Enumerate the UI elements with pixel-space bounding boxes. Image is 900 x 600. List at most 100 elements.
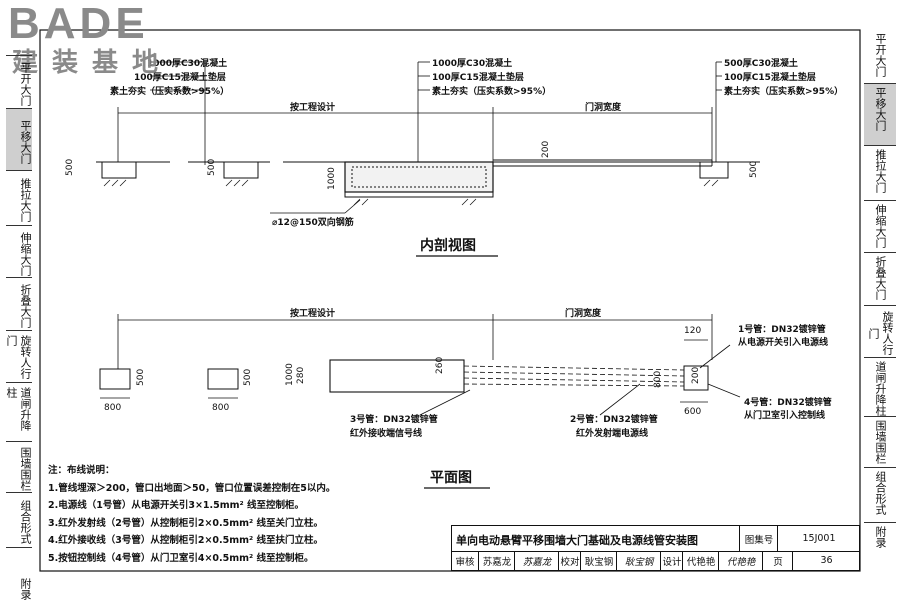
section-label-left-3: 素土夯实（压实系数>95%） — [110, 85, 229, 97]
section-dim-200: 200 — [541, 141, 551, 158]
plan-title: 平面图 — [430, 470, 472, 486]
check-label: 校对 — [558, 551, 581, 570]
left-side-tab[interactable]: 平开大门 — [6, 55, 32, 108]
atlas-number: 15J001 — [777, 526, 860, 551]
section-label-right-2: 100厚C15混凝土垫层 — [724, 71, 816, 83]
plan-dim-800a: 800 — [104, 403, 121, 413]
left-side-tab[interactable]: 组合形式 — [6, 492, 32, 547]
left-tab-column: 平开大门平移大门推拉大门伸缩大门折叠大门旋转人行门道闸升降柱围墙围栏组合形式附录 — [0, 30, 36, 600]
plan-dim-200: 200 — [691, 367, 701, 384]
section-dim-500c: 500 — [749, 161, 759, 178]
title-block-row-2: 审核 苏嘉龙 苏嘉龙 校对 耿宝钢 耿宝钢 设计 代艳艳 代艳艳 页 36 — [452, 551, 859, 570]
plan-pipe3-label: 3号管：DN32镀锌管 — [350, 413, 438, 425]
section-foundation-pad — [344, 191, 494, 198]
plan-dim-ticks — [100, 339, 708, 403]
design-label: 设计 — [660, 551, 683, 570]
plan-footing-left — [99, 368, 131, 390]
plan-leaders — [419, 344, 741, 416]
side-tab[interactable]: 推拉大门 — [864, 145, 896, 200]
note-line: 注：布线说明： — [48, 465, 115, 476]
section-footing-mid — [223, 161, 259, 179]
review-signature: 苏嘉龙 — [514, 551, 559, 570]
side-tab[interactable]: 组合形式 — [864, 467, 896, 522]
section-dim-line — [117, 107, 713, 162]
section-label-mid-3: 素土夯实（压实系数>95%） — [432, 85, 551, 97]
plan-conduits — [463, 365, 685, 392]
page-number: 36 — [792, 551, 860, 570]
plan-pipe1-label: 1号管：DN32镀锌管 — [738, 323, 826, 335]
left-side-tab[interactable]: 道闸升降柱 — [5, 382, 32, 441]
wiring-notes: 注：布线说明： 1.管线埋深＞200，管口出地面＞50，管口位置误差控制在5以内… — [48, 462, 335, 568]
section-dim-left: 按工程设计 — [290, 101, 335, 113]
side-tab[interactable]: 附录 — [864, 522, 896, 600]
note-line: 2.电源线（1号管）从电源开关引3×1.5mm² 线至控制柜。 — [48, 500, 304, 512]
section-label-mid-2: 100厚C15混凝土垫层 — [432, 71, 524, 83]
section-dim-500b: 500 — [207, 159, 217, 176]
note-line: 1.管线埋深＞200，管口出地面＞50，管口位置误差控制在5以内。 — [48, 482, 336, 494]
plan-pipe2-label: 2号管：DN32镀锌管 — [570, 413, 658, 425]
plan-pipe4-label: 4号管：DN32镀锌管 — [744, 396, 832, 408]
plan-dim-120: 120 — [684, 326, 701, 336]
section-dim-right: 门洞宽度 — [585, 101, 622, 113]
section-label-left-2: 100厚C15混凝土垫层 — [134, 71, 226, 83]
plan-dim-left: 按工程设计 — [290, 307, 335, 319]
section-label-right-1: 500厚C30混凝土 — [724, 57, 798, 69]
side-tab[interactable]: 折叠大门 — [864, 252, 896, 305]
plan-dim-500b: 500 — [243, 369, 253, 386]
plan-pipe2-sub: 红外发射端电源线 — [576, 427, 648, 439]
section-footing-right — [699, 161, 729, 179]
section-soil-hatch — [103, 179, 719, 206]
left-side-tab[interactable]: 推拉大门 — [6, 170, 32, 225]
side-tab[interactable]: 平移大门 — [864, 83, 896, 145]
section-rebar-cage — [351, 166, 487, 188]
plan-dim-260: 260 — [435, 357, 445, 374]
left-side-tab[interactable]: 围墙围栏 — [6, 441, 32, 492]
check-name: 耿宝钢 — [580, 551, 617, 570]
logo-subtitle: 建装基地 — [12, 48, 173, 78]
section-leaders — [150, 61, 722, 168]
plan-dim-1000: 1000 — [285, 363, 295, 386]
section-label-right-3: 素土夯实（压实系数>95%） — [724, 85, 843, 97]
plan-post-foundation — [683, 365, 709, 391]
section-dim-500a: 500 — [65, 159, 75, 176]
left-side-tab[interactable]: 旋转人行门 — [5, 330, 32, 382]
check-signature: 耿宝钢 — [616, 551, 661, 570]
drawing-title: 单向电动悬臂平移围墙大门基础及电源线管安装图 — [456, 534, 698, 547]
title-block-row-1: 单向电动悬臂平移围墙大门基础及电源线管安装图 图集号 15J001 — [452, 526, 859, 552]
side-tab[interactable]: 围墙围栏 — [864, 416, 896, 467]
left-side-tab[interactable]: 折叠大门 — [6, 277, 32, 330]
title-block: 单向电动悬臂平移围墙大门基础及电源线管安装图 图集号 15J001 审核 苏嘉龙… — [451, 525, 860, 571]
atlas-label: 图集号 — [739, 526, 778, 551]
plan-dim-280: 280 — [296, 367, 306, 384]
side-tab[interactable]: 旋转人行门 — [864, 305, 896, 357]
drawing-frame — [39, 29, 861, 572]
side-tab[interactable]: 道闸升降柱 — [864, 357, 896, 416]
plan-dim-right: 门洞宽度 — [565, 307, 602, 319]
plan-dim-800c: 800 — [653, 371, 663, 388]
plan-dim-line — [117, 314, 713, 378]
section-label-mid-1: 1000厚C30混凝土 — [432, 57, 512, 69]
section-rebar-label: ⌀12@150双向钢筋 — [272, 216, 354, 228]
brand-logo: BADE 建装基地 — [8, 2, 173, 82]
note-line: 3.红外发射线（2号管）从控制柜引2×0.5mm² 线至关门立柱。 — [48, 517, 323, 529]
left-side-tab[interactable]: 附录 — [6, 547, 32, 600]
review-name: 苏嘉龙 — [478, 551, 515, 570]
plan-dim-500a: 500 — [136, 369, 146, 386]
design-name: 代艳艳 — [682, 551, 719, 570]
plan-pipe3-sub: 红外接收端信号线 — [350, 427, 422, 439]
right-tab-column: 平开大门平移大门推拉大门伸缩大门折叠大门旋转人行门道闸升降柱围墙围栏组合形式附录 — [864, 30, 900, 600]
review-label: 审核 — [455, 556, 475, 568]
design-signature: 代艳艳 — [718, 551, 763, 570]
plan-footing-mid — [207, 368, 239, 390]
plan-dim-600: 600 — [684, 407, 701, 417]
logo-brand-text: BADE — [8, 0, 149, 48]
left-side-tab[interactable]: 平移大门 — [6, 108, 32, 170]
plan-pipe1-sub: 从电源开关引入电源线 — [738, 336, 828, 348]
section-title: 内剖视图 — [420, 237, 476, 254]
section-conduit — [493, 159, 713, 167]
left-side-tab[interactable]: 伸缩大门 — [6, 225, 32, 277]
section-label-left-1: 1000厚C30混凝土 — [147, 57, 227, 69]
side-tab[interactable]: 平开大门 — [874, 33, 887, 77]
side-tab[interactable]: 伸缩大门 — [864, 200, 896, 252]
